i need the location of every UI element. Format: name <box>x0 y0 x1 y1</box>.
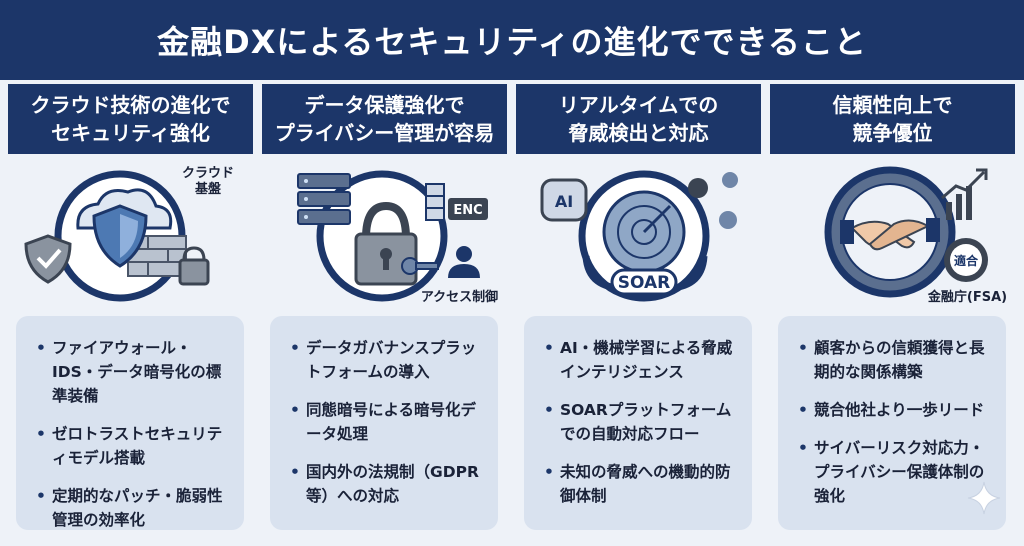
bullet-item: AI・機械学習による脅威インテリジェンス <box>542 336 738 384</box>
bullet-item: データガバナンスプラットフォームの導入 <box>288 336 484 384</box>
data-rack-icon <box>425 183 445 221</box>
bullet-item: SOARプラットフォームでの自動対応フロー <box>542 398 738 446</box>
bullet-panel: データガバナンスプラットフォームの導入 同態暗号による暗号化データ処理 国内外の… <box>270 316 498 530</box>
column-header: データ保護強化で プライバシー管理が容易 <box>262 84 507 154</box>
bullet-item: 未知の脅威への機動的防御体制 <box>542 460 738 508</box>
threat-detection-illustration: AI SOAR <box>516 158 761 308</box>
server-icon <box>297 173 351 225</box>
ai-chip-text: AI <box>555 192 573 211</box>
handshake-icon <box>840 218 940 251</box>
column-header-line1: 信頼性向上で <box>832 93 953 117</box>
lock-icon <box>354 201 418 286</box>
column-data-protection: データ保護強化で プライバシー管理が容易 <box>262 84 507 542</box>
shield-icon <box>92 204 148 268</box>
seal-icon <box>944 238 988 282</box>
column-threat-detection: リアルタイムでの 脅威検出と対応 AI <box>516 84 761 542</box>
fsa-label: 金融庁(FSA) <box>927 290 1008 305</box>
column-header: リアルタイムでの 脅威検出と対応 <box>516 84 761 154</box>
cloud-illustration: クラウド 基盤 <box>8 158 253 308</box>
data-protection-illustration: ENC アクセス制御 <box>262 158 507 308</box>
column-header: 信頼性向上で 競争優位 <box>770 84 1015 154</box>
soar-label: SOAR <box>618 273 671 293</box>
column-header-line2: 脅威検出と対応 <box>568 121 709 145</box>
cloud-base-label: クラウド 基盤 <box>178 166 238 198</box>
bullet-item: ゼロトラストセキュリティモデル搭載 <box>34 422 230 470</box>
column-trust: 信頼性向上で 競争優位 適合 <box>770 84 1015 542</box>
lock-icon <box>178 246 210 286</box>
sparkle-icon <box>967 481 1001 515</box>
column-header-line1: データ保護強化で <box>304 93 465 117</box>
radar-icon <box>602 190 686 274</box>
key-icon <box>401 257 439 275</box>
title-bar: 金融DXによるセキュリティの進化でできること <box>0 0 1024 80</box>
column-header-line2: 競争優位 <box>852 121 933 145</box>
access-control-label: アクセス制御 <box>420 290 499 305</box>
bullet-panel: AI・機械学習による脅威インテリジェンス SOARプラットフォームでの自動対応フ… <box>524 316 752 530</box>
bullet-item: 国内外の法規制（GDPR等）への対応 <box>288 460 484 508</box>
growth-chart-icon <box>941 168 988 220</box>
bullet-item: 顧客からの信頼獲得と長期的な関係構築 <box>796 336 992 384</box>
bullet-panel: ファイアウォール・IDS・データ暗号化の標準装備 ゼロトラストセキュリティモデル… <box>16 316 244 530</box>
column-header-line1: リアルタイムでの <box>558 93 719 117</box>
encrypted-tag-icon <box>448 198 488 220</box>
column-cloud: クラウド技術の進化で セキュリティ強化 <box>8 84 253 542</box>
bullet-panel: 顧客からの信頼獲得と長期的な関係構築 競合他社より一歩リード サイバーリスク対応… <box>778 316 1006 530</box>
column-header: クラウド技術の進化で セキュリティ強化 <box>8 84 253 154</box>
column-header-line2: プライバシー管理が容易 <box>274 121 495 145</box>
column-header-line1: クラウド技術の進化で <box>30 93 231 117</box>
column-header-line2: セキュリティ強化 <box>51 121 210 145</box>
user-icon <box>448 246 480 278</box>
bullet-item: 競合他社より一歩リード <box>796 398 992 422</box>
bullet-item: ファイアウォール・IDS・データ暗号化の標準装備 <box>34 336 230 408</box>
enc-tag-text: ENC <box>453 203 482 218</box>
shield-check-icon <box>24 234 72 284</box>
cloud-base-label-line1: クラウド <box>181 166 234 181</box>
ai-chip-icon <box>540 178 588 222</box>
bullet-item: 定期的なパッチ・脆弱性管理の効率化 <box>34 484 230 532</box>
seal-text: 適合 <box>954 253 979 268</box>
virus-icon <box>688 172 738 229</box>
page-title: 金融DXによるセキュリティの進化でできること <box>157 23 867 61</box>
bullet-item: 同態暗号による暗号化データ処理 <box>288 398 484 446</box>
bullet-item: サイバーリスク対応力・プライバシー保護体制の強化 <box>796 436 992 508</box>
trust-illustration: 適合 金融庁(FSA) <box>770 158 1015 308</box>
cloud-base-label-line2: 基盤 <box>194 182 221 197</box>
